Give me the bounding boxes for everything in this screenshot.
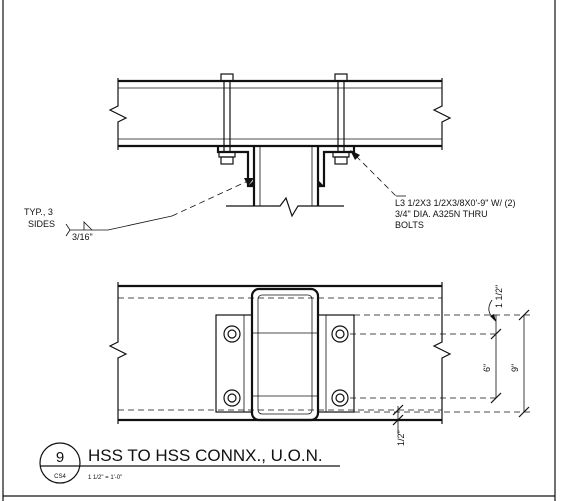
- elevation-view: [65, 73, 452, 237]
- weld-tail-icon: [65, 223, 71, 237]
- dim-edge-bottom-label: 1/2": [396, 430, 406, 446]
- bolt-head-right: [334, 73, 348, 82]
- dim-angle-length-label: 9": [510, 364, 520, 372]
- dim-tick: [392, 404, 404, 416]
- leader-arrowhead: [490, 314, 496, 322]
- detail-bubble: 9 CS4: [39, 442, 81, 484]
- break-line-icon: [108, 282, 128, 424]
- bolt-hole-inner: [227, 329, 237, 339]
- detail-bubble-circle: [39, 442, 81, 484]
- detail-scale: 1 1/2" = 1'-0": [88, 475, 122, 481]
- angle-callout-leader: [355, 155, 397, 197]
- dim-bolt-spacing-label: 6": [482, 364, 492, 372]
- plan-view: [108, 282, 530, 434]
- weld-note-line-2: SIDES: [28, 219, 55, 229]
- fillet-weld-icon: [83, 221, 93, 231]
- bolt-icon: [218, 73, 236, 165]
- detail-title: HSS TO HSS CONNX., U.O.N.: [88, 446, 323, 465]
- fillet-weld-icon: [318, 180, 324, 186]
- detail-sheet-ref: CS4: [54, 474, 66, 480]
- bolt-hole-inner: [227, 393, 237, 403]
- bolt-nut-left: [220, 156, 234, 165]
- dim-tick: [392, 414, 404, 426]
- leader-arrowhead: [244, 178, 254, 186]
- plan-hss-outer: [250, 287, 320, 422]
- detail-number: 9: [56, 449, 64, 466]
- break-line-icon: [432, 282, 452, 424]
- angle-note-line-3: BOLTS: [395, 220, 424, 230]
- fillet-weld-icon: [248, 180, 254, 186]
- break-line-icon: [226, 196, 344, 218]
- bolt-icon: [332, 73, 350, 165]
- angle-note-line-1: L3 1/2X3 1/2X3/8X0'-9" W/ (2): [395, 198, 515, 208]
- bolt-hole-inner: [335, 329, 345, 339]
- weld-note-line-1: TYP., 3: [24, 207, 53, 217]
- leader-arrowhead: [350, 150, 360, 160]
- break-line-icon: [108, 78, 128, 150]
- dim-tick: [490, 392, 502, 404]
- plan-hss-inner: [257, 294, 313, 415]
- break-line-icon: [432, 78, 452, 150]
- bolt-head-left: [220, 73, 234, 82]
- bolt-nut-right: [334, 156, 348, 165]
- weld-symbol-leader: [171, 179, 251, 217]
- bolt-hole-inner: [335, 393, 345, 403]
- dim-tick: [518, 309, 530, 321]
- dim-tick: [518, 406, 530, 418]
- weld-size-label: 3/16": [72, 232, 93, 242]
- dim-edge-top-label: 1 1/2": [494, 285, 504, 308]
- angle-note-line-2: 3/4" DIA. A325N THRU: [395, 209, 488, 219]
- weld-symbol-leader: [107, 215, 173, 231]
